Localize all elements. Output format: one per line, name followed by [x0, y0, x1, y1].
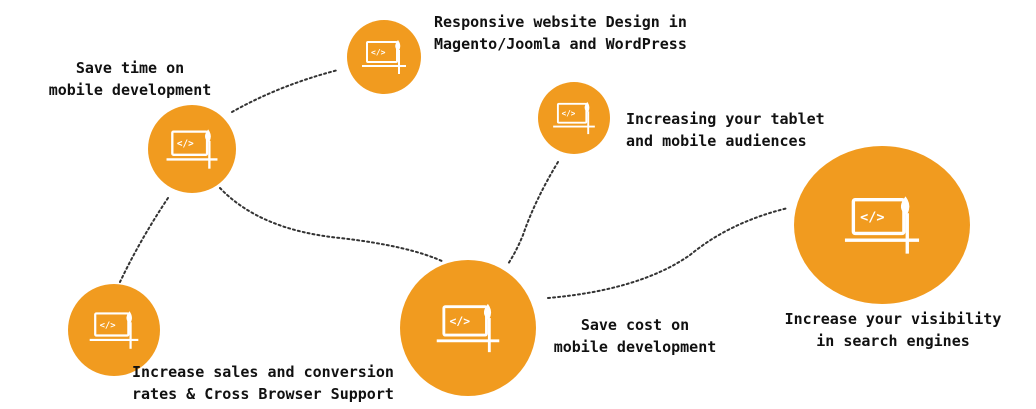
- laptop-code-brush-icon: </>: [362, 40, 406, 74]
- connector-tablet-to-save-cost: [507, 161, 559, 265]
- laptop-code-brush-icon: </>: [89, 311, 139, 349]
- svg-text:</>: </>: [562, 109, 576, 118]
- node-save-time: </>: [148, 105, 236, 193]
- connector-save-cost-to-visibility: [547, 207, 789, 299]
- laptop-code-brush-icon: </>: [436, 303, 500, 353]
- connector-save-time-to-save-cost: [219, 187, 445, 263]
- node-save-cost: </>: [400, 260, 536, 396]
- node-label-save-time: Save time on mobile development: [48, 59, 212, 99]
- laptop-code-brush-icon: </>: [553, 101, 595, 135]
- svg-text:</>: </>: [177, 139, 194, 150]
- connector-save-time-to-responsive: [231, 69, 339, 113]
- node-sales-conversion: </>: [68, 284, 160, 376]
- svg-text:</>: </>: [450, 314, 471, 328]
- node-responsive-design: </>: [347, 20, 421, 94]
- node-label-save-cost: Save cost on mobile development: [553, 316, 717, 356]
- laptop-code-brush-icon: </>: [166, 129, 218, 169]
- node-label-responsive-design: Responsive website Design in Magento/Joo…: [434, 13, 687, 53]
- svg-text:</>: </>: [860, 210, 884, 226]
- laptop-code-brush-icon: </>: [844, 196, 920, 254]
- node-label-visibility: Increase your visibility in search engin…: [784, 310, 1002, 350]
- svg-text:</>: </>: [100, 321, 116, 331]
- node-label-sales-conversion: Increase sales and conversion rates & Cr…: [132, 363, 394, 403]
- connector-save-time-to-sales: [119, 197, 169, 283]
- node-label-tablet-mobile: Increasing your tablet and mobile audien…: [626, 110, 825, 150]
- svg-text:</>: </>: [371, 48, 386, 57]
- node-tablet-mobile: </>: [538, 82, 610, 154]
- node-visibility: </>: [794, 146, 970, 304]
